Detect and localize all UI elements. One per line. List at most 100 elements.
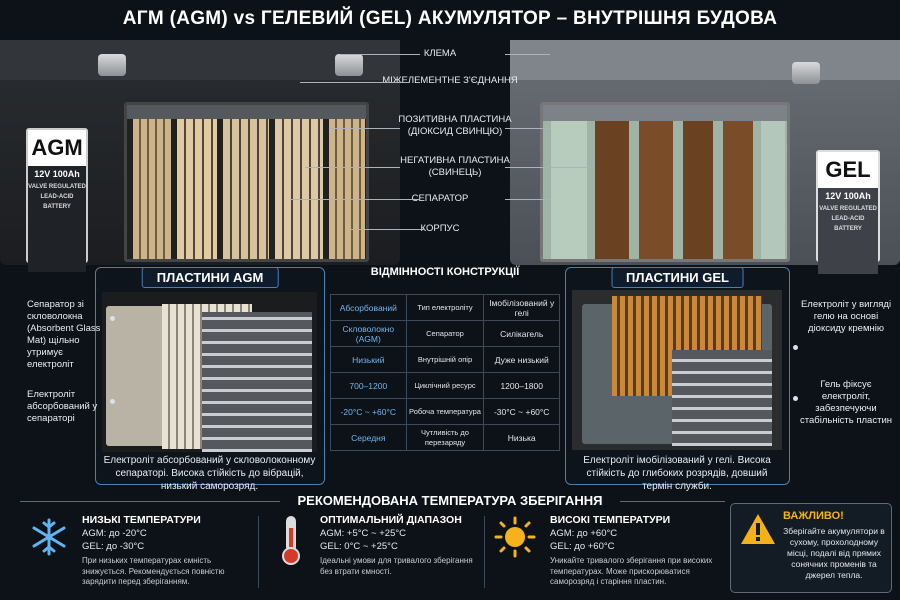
storage-low: НИЗЬКІ ТЕМПЕРАТУРИ AGM: до -20°C GEL: до…	[18, 512, 253, 592]
gel-rating: 12V 100Ah	[818, 188, 878, 204]
warning-box: ВАЖЛИВО! Зберігайте акумулятори в сухому…	[730, 503, 892, 593]
parameter-name: Робоча температура	[405, 398, 485, 425]
agm-plates-panel: ПЛАСТИНИ AGM Електроліт абсорбований у с…	[95, 267, 325, 492]
callout-line	[350, 229, 425, 230]
gel-note-silica: Електроліт у вигляді гелю на основі діок…	[800, 299, 892, 334]
parameter-name: Внутрішній опір	[405, 346, 485, 373]
gel-value: Низька	[483, 424, 560, 451]
low-temp-note: При низьких температурах ємність знижуєт…	[82, 556, 225, 586]
gel-panel-footer: Електроліт імобілізований у гелі. Висока…	[583, 455, 771, 492]
agm-note-separator: Сепаратор зі скловолокна (Absorbent Glas…	[27, 299, 101, 370]
optimal-temp-gel: GEL: 0°C ~ +25°C	[320, 541, 398, 552]
warning-text: Зберігайте акумулятори в сухому, прохоло…	[783, 526, 885, 580]
agm-value: 700–1200	[330, 372, 407, 399]
agm-panel-title: ПЛАСТИНИ AGM	[141, 267, 279, 288]
terminal-icon	[792, 62, 820, 84]
gel-value: 1200–1800	[483, 372, 560, 399]
terminal-icon	[335, 54, 363, 76]
callout-case: КОРПУС	[420, 223, 460, 234]
agm-value: -20°C ~ +60°C	[330, 398, 407, 425]
gel-plates-closeup	[572, 290, 782, 450]
callout-separator: СЕПАРАТОР	[411, 193, 469, 204]
low-temp-head: НИЗЬКІ ТЕМПЕРАТУРИ	[82, 514, 201, 526]
agm-value: Середня	[330, 424, 407, 451]
gel-label-line1: VALVE REGULATED	[818, 204, 878, 214]
low-temp-gel: GEL: до -30°C	[82, 541, 145, 552]
callout-terminal: КЛЕМА	[423, 48, 457, 59]
optimal-temp-head: ОПТИМАЛЬНИЙ ДІАПАЗОН	[320, 514, 462, 526]
callout-positive-plate: ПОЗИТИВНА ПЛАСТИНА (ДІОКСИД СВИНЦЮ)	[398, 114, 512, 137]
agm-badge: AGM	[28, 130, 86, 166]
agm-battery-label: AGM 12V 100Ah VALVE REGULATED LEAD-ACID …	[26, 128, 88, 272]
divider	[620, 501, 725, 502]
storage-optimal: ОПТИМАЛЬНИЙ ДІАПАЗОН AGM: +5°C ~ +25°C G…	[268, 512, 478, 592]
gel-value: Дуже низький	[483, 346, 560, 373]
callout-dot	[110, 316, 115, 321]
divider	[484, 516, 485, 588]
gel-label-line2: LEAD-ACID BATTERY	[818, 214, 878, 274]
high-temp-note: Уникайте тривалого зберігання при високи…	[550, 556, 713, 586]
gel-note-stability: Гель фіксує електроліт, забезпечуючи ста…	[800, 379, 892, 426]
high-temp-agm: AGM: до +60°C	[550, 528, 618, 539]
callout-line	[505, 54, 550, 55]
agm-panel-footer: Електроліт абсорбований у скловолоконном…	[103, 455, 316, 492]
gel-value: Силікагель	[483, 320, 560, 347]
storage-title: РЕКОМЕНДОВАНА ТЕМПЕРАТУРА ЗБЕРІГАННЯ	[297, 493, 603, 508]
differences-title: ВІДМІННОСТІ КОНСТРУКЦІЇ	[370, 266, 520, 278]
agm-battery-illustration: AGM 12V 100Ah VALVE REGULATED LEAD-ACID …	[0, 40, 400, 272]
gel-value: Імобілізований у гелі	[483, 294, 560, 321]
gel-battery-label: GEL 12V 100Ah VALVE REGULATED LEAD-ACID …	[816, 150, 880, 274]
gel-plates-panel: ПЛАСТИНИ GEL Електроліт імобілізований у…	[565, 267, 790, 492]
agm-rating: 12V 100Ah	[28, 166, 86, 182]
callout-line	[505, 199, 550, 200]
callout-dot	[110, 399, 115, 404]
sun-icon	[494, 516, 536, 558]
callout-dot	[793, 345, 798, 350]
callout-line	[340, 54, 420, 55]
optimal-temp-note: Ідеальні умови для тривалого зберігання …	[320, 556, 473, 576]
parameter-name: Сепаратор	[405, 320, 485, 347]
agm-cutaway	[124, 102, 369, 262]
parameter-name: Циклічний ресурс	[405, 372, 485, 399]
callout-line	[505, 167, 595, 168]
storage-high: ВИСОКІ ТЕМПЕРАТУРИ AGM: до +60°C GEL: до…	[490, 512, 725, 592]
divider	[20, 501, 280, 502]
gel-cutaway	[540, 102, 790, 262]
gel-badge: GEL	[818, 152, 878, 188]
agm-value: Скловолокно (AGM)	[330, 320, 407, 347]
high-temp-head: ВИСОКІ ТЕМПЕРАТУРИ	[550, 514, 671, 526]
callout-line	[330, 128, 400, 129]
agm-label-line1: VALVE REGULATED	[28, 182, 86, 192]
parameter-name: Тип електроліту	[405, 294, 485, 321]
divider	[258, 516, 259, 588]
callout-line	[305, 167, 400, 168]
battery-lid	[0, 40, 400, 80]
warning-head: ВАЖЛИВО!	[783, 510, 844, 522]
callout-line	[300, 82, 410, 83]
gel-value: -30°C ~ +60°C	[483, 398, 560, 425]
callout-negative-plate: НЕГАТИВНА ПЛАСТИНА (СВИНЕЦЬ)	[400, 155, 510, 178]
snowflake-icon	[32, 518, 66, 556]
battery-lid	[510, 40, 900, 80]
page-title: АГМ (AGM) vs ГЕЛЕВИЙ (GEL) АКУМУЛЯТОР – …	[122, 8, 778, 29]
high-temp-gel: GEL: до +60°C	[550, 541, 615, 552]
parameter-name: Чутливість до перезаряду	[405, 424, 485, 451]
terminal-icon	[98, 54, 126, 76]
agm-value: Абсорбований	[330, 294, 407, 321]
low-temp-agm: AGM: до -20°C	[82, 528, 147, 539]
thermometer-icon	[282, 516, 300, 565]
optimal-temp-agm: AGM: +5°C ~ +25°C	[320, 528, 407, 539]
callout-line	[290, 199, 420, 200]
gel-panel-title: ПЛАСТИНИ GEL	[611, 267, 744, 288]
agm-label-line2: LEAD-ACID BATTERY	[28, 192, 86, 272]
callout-line	[505, 128, 550, 129]
agm-plates-closeup	[102, 292, 317, 452]
gel-battery-illustration: GEL 12V 100Ah VALVE REGULATED LEAD-ACID …	[510, 40, 900, 274]
warning-icon	[741, 514, 775, 544]
